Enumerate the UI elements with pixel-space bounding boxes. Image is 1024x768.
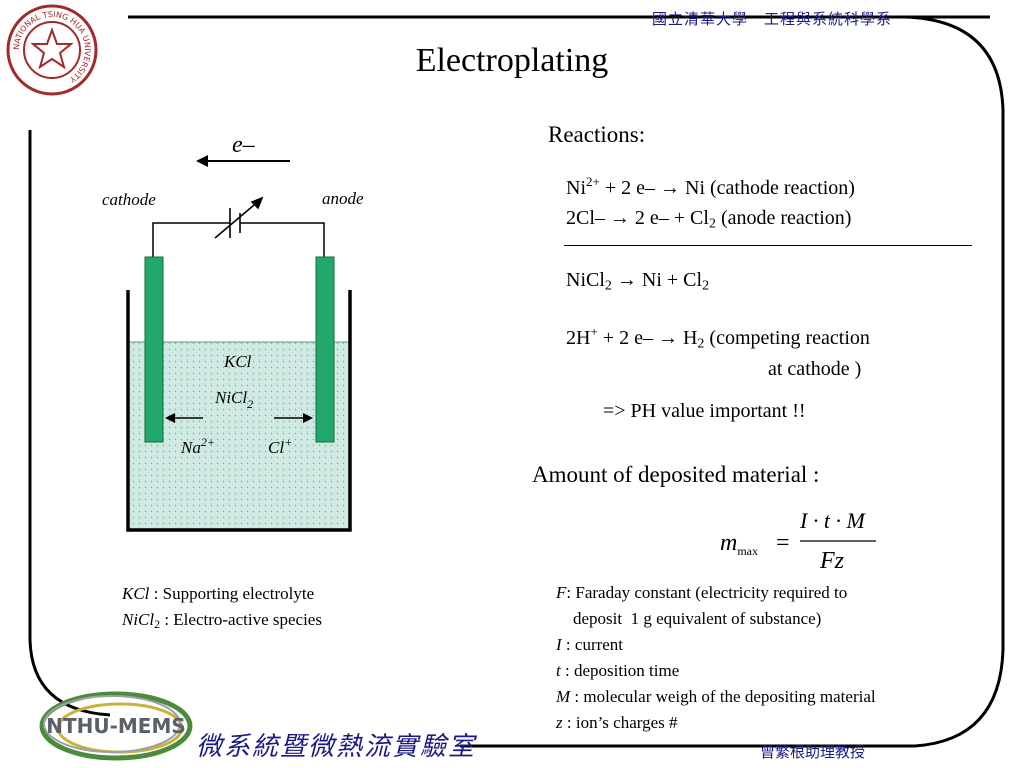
cathode-electrode (144, 256, 164, 443)
legend-kcl-desc: : Supporting electrolyte (149, 584, 315, 603)
definition-current: I : current (556, 635, 624, 654)
cathode-label: cathode (102, 190, 156, 209)
kcl-species-label: KCl (223, 352, 252, 371)
svg-text:mmax: mmax (720, 530, 758, 558)
definition-charge: z : ion’s charges # (556, 713, 678, 732)
circuit-wire (152, 222, 325, 260)
university-seal-logo: NATIONAL TSING HUA UNIVERSITY (6, 4, 98, 96)
svg-text:NTHU-MEMS: NTHU-MEMS (46, 714, 186, 738)
nicl2-species-label: NiCl2 (214, 388, 253, 411)
electrolyte-texture (128, 342, 350, 530)
legend-nicl2: NiCl2 : Electro-active species (122, 610, 322, 631)
amount-heading: Amount of deposited material : (532, 462, 820, 487)
svg-text:=: = (776, 530, 790, 556)
competing-reaction-cont: at cathode ) (768, 358, 862, 380)
na-ion-label: Na2+ (180, 435, 215, 457)
definition-faraday-cont: deposit 1 g equivalent of substance) (556, 609, 822, 628)
anode-reaction: 2Cl– → 2 e– + Cl2 (anode reaction) (566, 207, 852, 232)
definition-list: F: Faraday constant (electricity require… (556, 580, 876, 736)
definition-molecular-weight: M : molecular weigh of the depositing ma… (556, 687, 876, 706)
slide-title: Electroplating (415, 42, 609, 79)
deposition-formula: mmax = I · t · M Fz (720, 508, 876, 574)
nthu-mems-logo: NTHU-MEMS (39, 691, 193, 761)
electron-flow-arrow (196, 155, 290, 167)
cl-ion-label: Cl+ (268, 435, 292, 457)
ph-note: => PH value important !! (603, 400, 806, 422)
reactions-heading: Reactions: (548, 122, 646, 147)
header-university-dept: 國立清華大學 工程與系統科學系 (652, 10, 893, 28)
svg-text:I · t · M: I · t · M (799, 508, 866, 533)
variable-power-source-symbol (214, 196, 264, 239)
electroplating-cell-diagram: e– cathode anode KCl NiCl2 Na2+ Cl+ (102, 132, 364, 532)
competing-reaction: 2H+ + 2 e– → H2 (competing reaction (566, 324, 870, 352)
professor-name: 曾繁根助理教授 (760, 743, 866, 761)
cathode-reaction: Ni2+ + 2 e– → Ni (cathode reaction) (566, 174, 855, 199)
electron-label: e– (232, 132, 256, 158)
legend-kcl-name: KCl (122, 584, 150, 603)
anode-label: anode (322, 189, 364, 208)
beaker (126, 290, 352, 532)
svg-text:Fz: Fz (819, 548, 845, 574)
anode-electrode (315, 256, 335, 443)
legend-kcl: KCl : Supporting electrolyte (122, 580, 314, 607)
legend-nicl2-desc: : Electro-active species (160, 610, 322, 629)
definition-time: t : deposition time (556, 661, 680, 680)
anion-migration-arrow (274, 413, 313, 423)
lab-name: 微系統暨微熱流實驗室 (196, 732, 477, 762)
legend-nicl2-name: NiCl (122, 610, 155, 629)
definition-faraday: F: Faraday constant (electricity require… (556, 583, 848, 602)
cation-migration-arrow (165, 413, 203, 423)
reaction-divider (564, 245, 972, 246)
net-reaction: NiCl2 → Ni + Cl2 (566, 269, 710, 294)
